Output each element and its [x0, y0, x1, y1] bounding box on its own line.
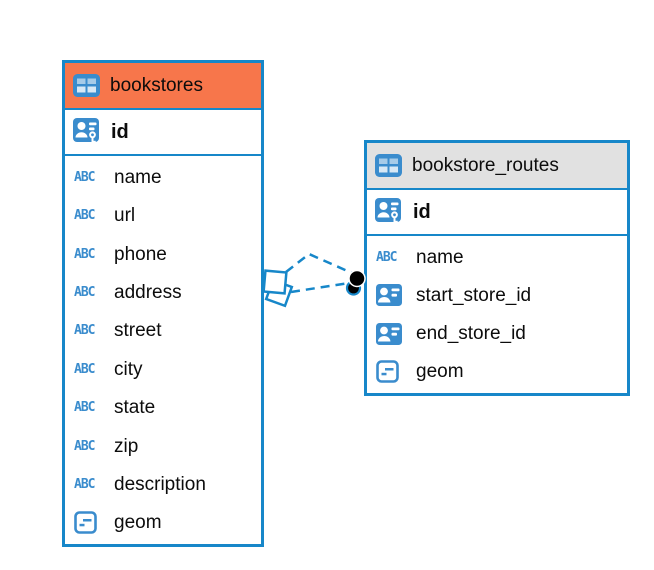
column-row-id[interactable]: id [367, 190, 627, 236]
text-type-icon: ABC [74, 476, 96, 492]
column-name: name [114, 166, 162, 188]
column-name: street [114, 320, 162, 342]
entity-bookstore-routes[interactable]: bookstore_routes id [364, 140, 630, 396]
reference-type-icon [376, 284, 409, 307]
column-name: url [114, 205, 136, 227]
text-type-icon: ABC [74, 323, 96, 339]
column-name: address [114, 281, 182, 303]
column-row-name[interactable]: ABC name [65, 158, 261, 197]
primary-key-icon [375, 198, 405, 226]
column-row-end-store-id[interactable]: end_store_id [367, 314, 627, 353]
column-list: ABC name ABC url ABC phone ABC address A… [65, 156, 261, 544]
entity-bookstores[interactable]: bookstores id ABC [62, 60, 264, 547]
column-name: zip [114, 435, 139, 457]
column-name: description [114, 473, 206, 495]
text-type-icon: ABC [74, 208, 96, 224]
column-row-url[interactable]: ABC url [65, 196, 261, 235]
entity-title: bookstore_routes [412, 155, 559, 176]
column-row-description[interactable]: ABC description [65, 465, 261, 504]
column-row-city[interactable]: ABC city [65, 350, 261, 389]
entity-bookstore-routes-header[interactable]: bookstore_routes [367, 143, 627, 190]
column-row-geom[interactable]: geom [367, 352, 627, 391]
column-row-geom[interactable]: geom [65, 503, 261, 543]
parent-diamond-marker[interactable] [262, 269, 288, 295]
column-name: city [114, 358, 143, 380]
column-row-phone[interactable]: ABC phone [65, 234, 261, 274]
child-circle-marker[interactable] [348, 269, 366, 288]
column-name: geom [114, 512, 162, 534]
column-name: start_store_id [416, 284, 532, 306]
column-list: ABC name start_store_id [367, 236, 627, 393]
column-row-id[interactable]: id [65, 110, 261, 156]
relationship-link[interactable] [290, 281, 350, 294]
primary-key-name: id [413, 201, 431, 223]
primary-key-icon [73, 118, 103, 146]
text-type-icon: ABC [74, 400, 96, 416]
table-icon [73, 74, 102, 97]
entity-bookstores-header[interactable]: bookstores [65, 63, 261, 110]
text-type-icon: ABC [74, 284, 96, 300]
parent-diamond-marker[interactable] [264, 278, 294, 308]
column-name: state [114, 397, 156, 419]
child-circle-marker[interactable] [345, 280, 362, 296]
primary-key-name: id [111, 121, 129, 143]
column-row-zip[interactable]: ABC zip [65, 426, 261, 466]
table-icon [375, 154, 404, 177]
column-row-name[interactable]: ABC name [367, 238, 627, 277]
text-type-icon: ABC [74, 361, 96, 377]
relationship-link[interactable] [285, 252, 353, 275]
column-name: end_store_id [416, 323, 526, 345]
text-type-icon: ABC [74, 169, 96, 185]
column-name: geom [416, 361, 464, 383]
column-name: name [416, 246, 464, 268]
text-type-icon: ABC [74, 246, 96, 262]
object-type-icon [74, 511, 107, 535]
column-row-state[interactable]: ABC state [65, 388, 261, 427]
column-row-street[interactable]: ABC street [65, 311, 261, 351]
column-name: phone [114, 243, 167, 265]
column-row-start-store-id[interactable]: start_store_id [367, 276, 627, 315]
column-row-address[interactable]: ABC address [65, 273, 261, 312]
reference-type-icon [376, 322, 409, 345]
text-type-icon: ABC [376, 249, 398, 265]
text-type-icon: ABC [74, 438, 96, 454]
entity-title: bookstores [110, 75, 203, 96]
object-type-icon [376, 360, 409, 384]
